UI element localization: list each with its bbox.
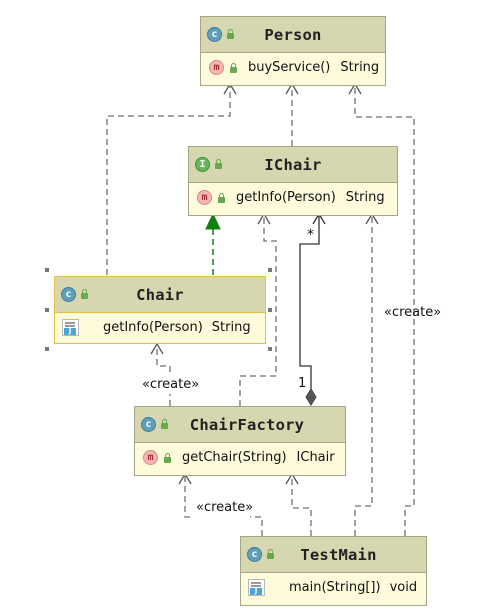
method-icon: m bbox=[143, 450, 158, 465]
class-header-chairfactory[interactable]: c ChairFactory bbox=[135, 407, 345, 443]
composition-diamond bbox=[305, 388, 317, 406]
method-return-type: void bbox=[389, 580, 418, 595]
selection-handle[interactable] bbox=[45, 308, 49, 312]
method-return-type: String bbox=[345, 190, 385, 205]
class-node-chairfactory[interactable]: c ChairFactory m getChair(String) IChair bbox=[134, 406, 346, 476]
edge-testmain-chairfactory bbox=[291, 476, 312, 536]
selection-handle[interactable] bbox=[45, 268, 49, 272]
edge-testmain-ichair bbox=[354, 216, 373, 536]
class-title-chair: Chair bbox=[136, 285, 184, 304]
edge-chairfactory-ichair bbox=[239, 216, 277, 406]
class-icon: c bbox=[141, 417, 156, 432]
edge-chair-person bbox=[106, 86, 231, 275]
lock-icon bbox=[214, 159, 223, 169]
class-header-person[interactable]: c Person bbox=[201, 17, 385, 53]
selection-handle[interactable] bbox=[45, 347, 49, 351]
lock-icon bbox=[163, 452, 172, 463]
abstract-method-icon: m bbox=[197, 190, 212, 205]
edge-testmain-chairfactory-create bbox=[184, 476, 263, 536]
member-row-getchair[interactable]: m getChair(String) IChair bbox=[135, 443, 345, 472]
method-icon: m bbox=[209, 60, 224, 75]
java-file-icon bbox=[62, 319, 79, 336]
java-file-icon bbox=[248, 579, 265, 596]
class-header-ichair[interactable]: I IChair bbox=[189, 147, 397, 183]
create-label-person: «create» bbox=[384, 305, 442, 320]
multiplicity-one: 1 bbox=[298, 376, 307, 391]
lock-icon bbox=[160, 419, 169, 429]
method-name: getChair(String) bbox=[182, 450, 287, 465]
multiplicity-many: * bbox=[307, 227, 314, 243]
lock-icon bbox=[229, 62, 238, 73]
interface-icon: I bbox=[195, 157, 210, 172]
method-name: main(String[]) bbox=[289, 580, 381, 595]
method-return-type: IChair bbox=[296, 450, 335, 465]
edge-composition bbox=[299, 216, 320, 390]
method-name: getInfo(Person) bbox=[236, 190, 336, 205]
class-icon: c bbox=[61, 287, 76, 302]
interface-node-ichair[interactable]: I IChair m getInfo(Person) String bbox=[188, 146, 398, 216]
lock-icon bbox=[266, 549, 275, 559]
method-name: buyService() bbox=[248, 60, 331, 75]
class-node-testmain[interactable]: c TestMain main(String[]) void bbox=[240, 536, 427, 606]
class-icon: c bbox=[207, 27, 222, 42]
class-title-person: Person bbox=[264, 25, 322, 44]
method-return-type: String bbox=[211, 320, 251, 335]
runnable-class-icon: c bbox=[247, 547, 262, 562]
lock-icon bbox=[217, 192, 226, 203]
create-label-factory: «create» bbox=[196, 500, 254, 515]
selection-handle[interactable] bbox=[268, 308, 272, 312]
method-return-type: String bbox=[340, 60, 380, 75]
selection-handle[interactable] bbox=[268, 347, 272, 351]
member-row-buyservice[interactable]: m buyService() String bbox=[201, 53, 385, 82]
arrowhead-chairfactory-chair bbox=[150, 342, 164, 355]
class-title-chairfactory: ChairFactory bbox=[189, 415, 305, 434]
member-row-getinfo[interactable]: m getInfo(Person) String bbox=[189, 183, 397, 212]
class-header-testmain[interactable]: c TestMain bbox=[241, 537, 426, 573]
create-label-chair: «create» bbox=[142, 377, 200, 392]
edge-testmain-person bbox=[354, 86, 415, 536]
member-row-getinfo[interactable]: getInfo(Person) String bbox=[55, 313, 265, 342]
edge-chairfactory-chair bbox=[156, 346, 171, 406]
lock-icon bbox=[226, 29, 235, 39]
lock-icon bbox=[80, 289, 89, 299]
member-row-main[interactable]: main(String[]) void bbox=[241, 573, 426, 602]
class-node-person[interactable]: c Person m buyService() String bbox=[200, 16, 386, 86]
selection-handle[interactable] bbox=[268, 268, 272, 272]
method-name: getInfo(Person) bbox=[103, 320, 203, 335]
class-node-chair[interactable]: c Chair getInfo(Person) String bbox=[54, 276, 266, 344]
class-header-chair[interactable]: c Chair bbox=[55, 277, 265, 313]
arrowhead-implements bbox=[205, 212, 221, 230]
class-title-ichair: IChair bbox=[264, 155, 322, 174]
class-title-testmain: TestMain bbox=[300, 545, 377, 564]
